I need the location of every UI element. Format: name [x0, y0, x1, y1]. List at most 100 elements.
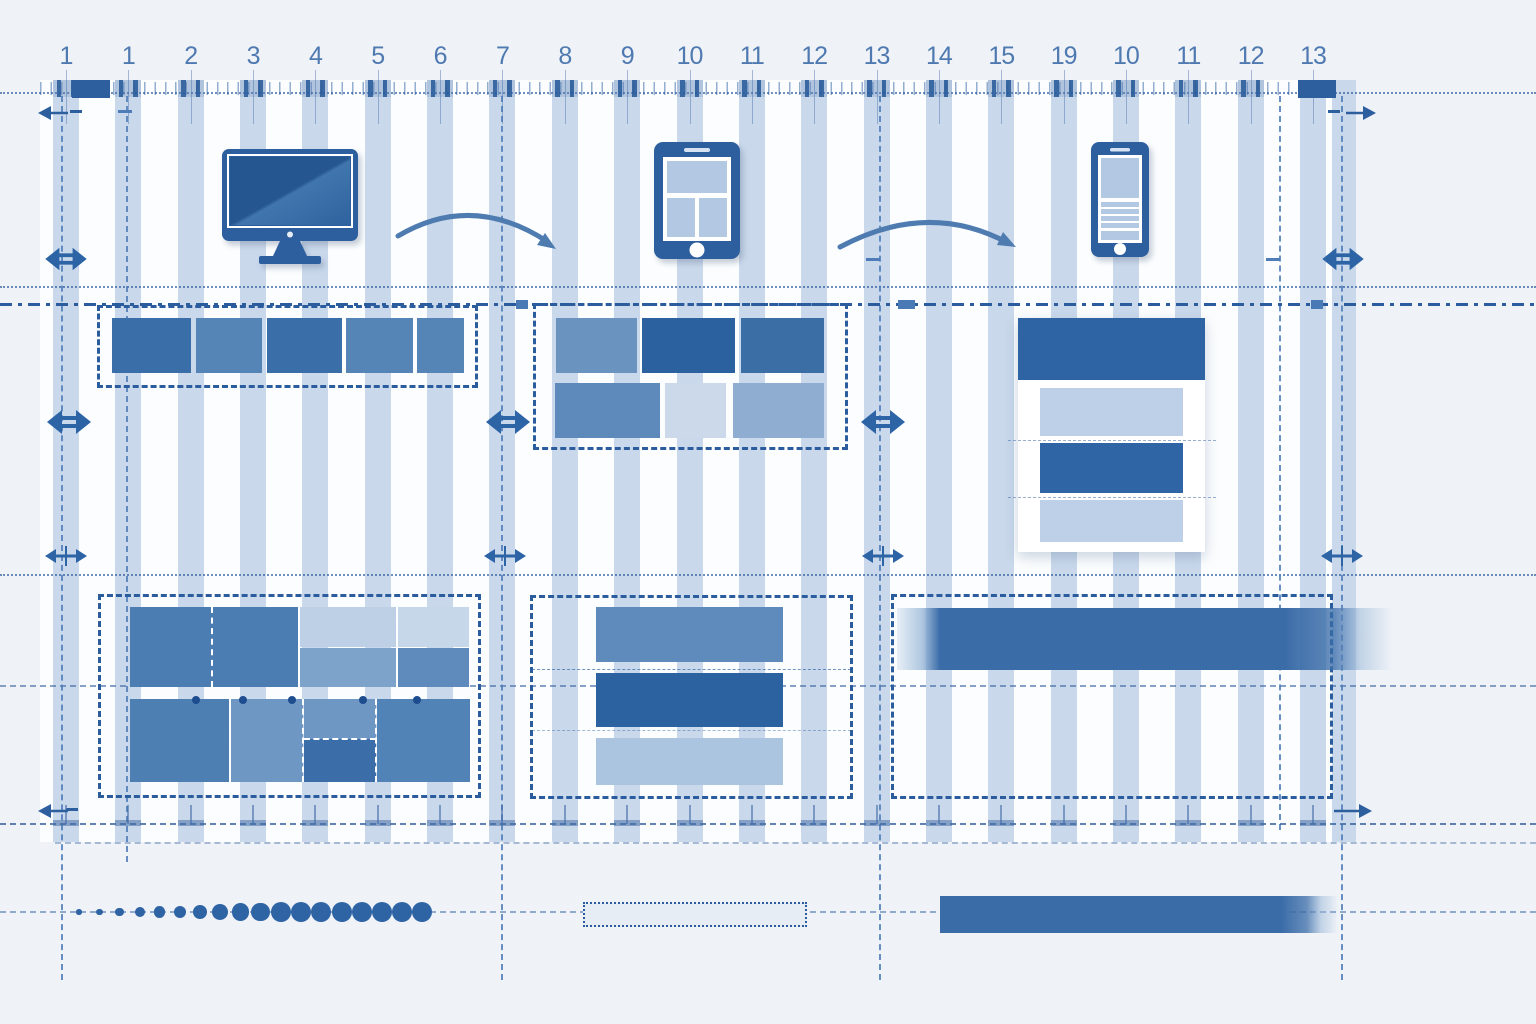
ruler-filled-segment-right	[1298, 80, 1336, 98]
wireframe-block	[1040, 500, 1183, 542]
left-arrow-icon	[38, 804, 68, 818]
ruler-major-tick	[1130, 80, 1136, 97]
wireframe-block	[377, 699, 470, 782]
grid-dot	[192, 696, 200, 704]
ruler-major-tick	[305, 80, 311, 97]
block-divider	[375, 699, 377, 782]
bottom-ruler-tick	[252, 805, 255, 824]
guide-line-col20	[1279, 96, 1281, 830]
hline-middle	[0, 574, 1536, 576]
ruler-major-tick	[1006, 80, 1011, 97]
progress-dot	[76, 909, 82, 915]
wireframe-block	[733, 383, 824, 438]
bottom-ruler-tick	[1062, 805, 1065, 824]
column-stripe	[801, 80, 828, 842]
ruler-number-line	[66, 70, 67, 124]
ruler-major-tick	[867, 80, 872, 97]
ruler-major-tick	[569, 80, 575, 97]
bottom-ruler-tick	[937, 805, 940, 824]
ruler-number: 12	[1237, 42, 1265, 70]
ruler-major-tick	[742, 80, 747, 97]
progress-bar	[940, 896, 1281, 933]
ruler-major-tick	[507, 80, 512, 97]
guide-line-col1	[126, 96, 128, 862]
ruler-number: 1	[59, 42, 74, 70]
wireframe-block	[112, 318, 191, 373]
wireframe-block	[596, 607, 783, 662]
ruler-number-line	[627, 70, 629, 124]
ruler-major-tick	[804, 80, 810, 97]
ruler-number: 1	[121, 42, 136, 70]
expand-horizontal-icon	[1322, 247, 1364, 271]
double-arrow-icon	[45, 546, 87, 566]
progress-dot	[331, 902, 352, 922]
ruler-major-tick	[118, 80, 124, 97]
ruler-number: 13	[863, 42, 891, 70]
desktop-grid-box	[98, 594, 481, 798]
desktop-layout-box	[97, 305, 478, 388]
bottom-ruler-tick	[376, 805, 379, 824]
ruler-number: 10	[1113, 42, 1140, 70]
right-arrow-icon	[1334, 804, 1372, 818]
bottom-ruler-tick	[813, 805, 816, 824]
bottom-ruler-line	[0, 823, 1536, 825]
grid-dot	[413, 696, 421, 704]
ruler-number-line	[1125, 70, 1127, 124]
block-divider	[304, 738, 376, 740]
ruler-major-tick	[382, 80, 388, 97]
ruler-major-tick	[1116, 80, 1121, 97]
wireframe-sub-block	[304, 739, 376, 782]
tablet-stack-box	[530, 595, 853, 799]
block-divider	[211, 607, 213, 687]
ruler-number: 3	[246, 42, 261, 70]
ruler-number: 15	[988, 42, 1015, 70]
progress-dot	[134, 907, 145, 917]
smartphone-icon	[1091, 142, 1149, 257]
ruler-major-tick	[991, 80, 997, 97]
bottom-ruler-tick	[1000, 805, 1003, 824]
ruler-major-tick	[1054, 80, 1059, 97]
wireframe-block	[346, 318, 413, 373]
ruler-number-line	[315, 70, 317, 124]
progress-dot	[351, 902, 372, 922]
bottom-ruler-tick	[750, 805, 753, 824]
bottom-ruler-tick	[1249, 805, 1252, 824]
left-arrow-icon	[38, 106, 68, 120]
expand-horizontal-icon	[861, 410, 905, 434]
connector-square	[898, 300, 915, 309]
wireframe-block	[130, 699, 229, 782]
mobile-fullwidth-box	[891, 594, 1333, 799]
block-divider	[229, 699, 231, 782]
progress-dot	[271, 902, 291, 922]
ruler-number-line	[190, 70, 192, 124]
ruler-major-tick	[368, 80, 373, 97]
bottom-ruler-tick	[501, 805, 504, 824]
ruler-number: 13	[1300, 42, 1327, 70]
column-stripe	[551, 80, 578, 842]
progress-dot	[372, 902, 392, 922]
bottom-ruler-tick	[626, 805, 629, 824]
right-arrow-icon	[1346, 106, 1376, 120]
bottom-ruler-tick	[1312, 805, 1314, 824]
progress-dot	[251, 902, 271, 922]
ruler-number-line	[938, 70, 940, 124]
progress-bar-tail	[1281, 896, 1338, 933]
ruler-number-line	[128, 70, 130, 124]
hline-upper	[0, 286, 1536, 288]
bottom-ruler-tick	[127, 805, 130, 824]
wireframe-block	[196, 318, 262, 373]
stack-divider-line	[532, 730, 851, 731]
mobile-header-block	[1018, 318, 1205, 380]
ruler-major-tick	[195, 80, 201, 97]
ruler-number-line	[1250, 70, 1252, 124]
wireframe-block	[398, 648, 469, 687]
wireframe-block	[555, 383, 660, 438]
grid-dot	[359, 696, 367, 704]
progress-dot	[412, 902, 433, 922]
fullwidth-bar-tail	[897, 608, 940, 670]
ruler-number: 5	[371, 42, 385, 70]
ruler-major-tick	[1241, 80, 1246, 97]
card-divider-line	[1008, 497, 1216, 498]
ruler-number-line	[751, 70, 753, 124]
